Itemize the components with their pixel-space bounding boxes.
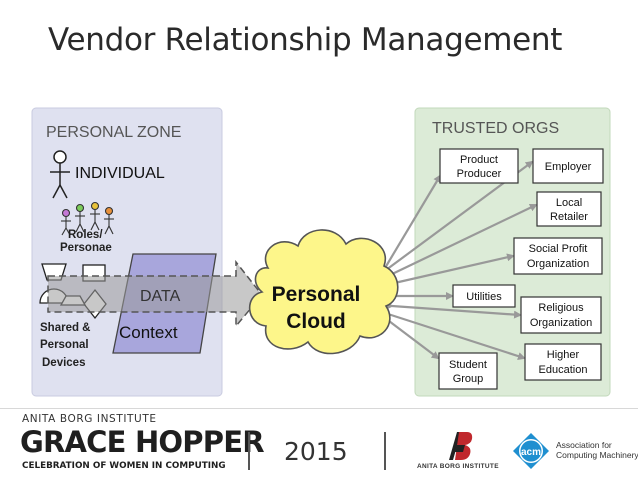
personal-zone-heading: PERSONAL ZONE bbox=[46, 124, 181, 141]
svg-text:Student: Student bbox=[449, 359, 487, 371]
acm-logo-icon: acm bbox=[513, 433, 549, 469]
data-label: DATA bbox=[140, 288, 181, 305]
individual-label: INDIVIDUAL bbox=[75, 165, 165, 182]
devices-label-line3: Devices bbox=[42, 357, 85, 369]
svg-text:Religious: Religious bbox=[538, 302, 584, 314]
org-utilities: Utilities bbox=[452, 284, 516, 308]
anita-borg-logo-icon bbox=[449, 432, 473, 460]
grace-hopper-logo-text: GRACE HOPPER bbox=[20, 425, 265, 459]
personal-cloud bbox=[248, 229, 399, 355]
org-local-retailer: Local Retailer bbox=[536, 191, 602, 227]
org-higher-education: Higher Education bbox=[524, 343, 602, 381]
cloud-label-line2: Cloud bbox=[286, 310, 345, 333]
org-employer: Employer bbox=[532, 148, 604, 184]
personae-label: Personae bbox=[60, 242, 112, 254]
footer-separator-right bbox=[384, 432, 386, 470]
slide-title: Vendor Relationship Management bbox=[48, 22, 563, 58]
org-religious: Religious Organization bbox=[520, 296, 602, 334]
org-product-producer: Product Producer bbox=[439, 148, 519, 184]
acm-name: Association for Computing Machinery bbox=[556, 440, 638, 460]
svg-text:Higher: Higher bbox=[547, 349, 580, 361]
roles-figures-icon bbox=[61, 201, 114, 236]
data-flow-arrow bbox=[47, 259, 263, 329]
anita-borg-logo-text: ANITA BORG INSTITUTE bbox=[417, 463, 499, 470]
cloud-label-line1: Personal bbox=[272, 283, 361, 306]
anita-borg-institute-label: ANITA BORG INSTITUTE bbox=[22, 413, 157, 425]
acm-badge-text: acm bbox=[521, 447, 541, 458]
celebration-tagline: CELEBRATION OF WOMEN IN COMPUTING bbox=[22, 461, 226, 471]
devices-label-line2: Personal bbox=[40, 339, 89, 351]
svg-text:Retailer: Retailer bbox=[550, 211, 588, 223]
devices-label-line1: Shared & bbox=[40, 322, 91, 334]
svg-text:Local: Local bbox=[556, 197, 582, 209]
org-social-profit: Social Profit Organization bbox=[513, 237, 603, 275]
roles-label: Roles/ bbox=[68, 229, 103, 241]
individual-figure-icon bbox=[50, 150, 70, 199]
acm-name-line2: Computing Machinery bbox=[556, 450, 638, 460]
svg-text:Education: Education bbox=[539, 364, 588, 376]
svg-text:Organization: Organization bbox=[527, 258, 589, 270]
svg-text:Organization: Organization bbox=[530, 317, 592, 329]
svg-text:Utilities: Utilities bbox=[466, 291, 502, 303]
vrm-diagram: PERSONAL ZONE INDIVIDUAL Roles/ Personae… bbox=[31, 107, 611, 397]
svg-text:Product: Product bbox=[460, 154, 498, 166]
footer-separator-left bbox=[248, 432, 250, 470]
event-year: 2015 bbox=[284, 437, 348, 466]
context-label: Context bbox=[119, 323, 178, 342]
trusted-orgs-heading: TRUSTED ORGS bbox=[432, 120, 559, 137]
acm-name-line1: Association for bbox=[556, 440, 612, 450]
svg-text:Social Profit: Social Profit bbox=[529, 243, 588, 255]
footer-divider bbox=[0, 408, 638, 409]
svg-text:Producer: Producer bbox=[457, 168, 502, 180]
org-student-group: Student Group bbox=[438, 352, 498, 390]
svg-text:Group: Group bbox=[453, 373, 484, 385]
svg-text:Employer: Employer bbox=[545, 161, 592, 173]
